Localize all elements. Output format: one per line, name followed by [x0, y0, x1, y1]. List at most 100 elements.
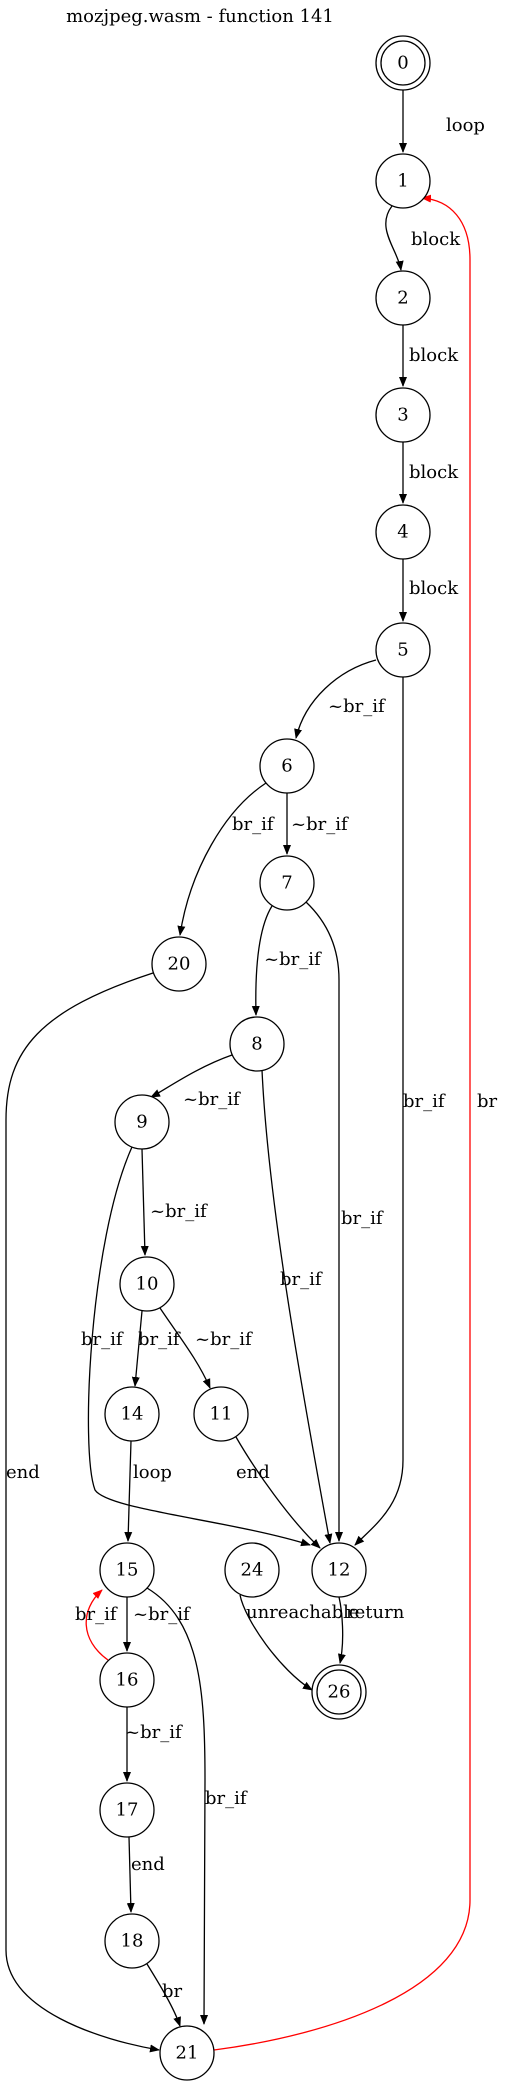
node-label: 6: [281, 756, 292, 777]
edge-label: br: [162, 1981, 183, 2002]
edge-9-12: br_if: [81, 1146, 311, 1547]
node-label: 14: [121, 1404, 144, 1425]
node-15: 15: [99, 1542, 155, 1598]
edge-1-2: block: [385, 205, 461, 271]
edge-label: block: [411, 229, 461, 250]
node-circle: [99, 1542, 155, 1598]
node-label: 16: [116, 1670, 139, 1691]
node-circle: [229, 1016, 285, 1072]
edge-line: [87, 1146, 311, 1547]
node-label: 7: [281, 873, 292, 894]
edge-line: [124, 1440, 133, 1542]
edge-line: [305, 901, 343, 1542]
edge-label: ~br_if: [133, 1604, 191, 1625]
node-label: 8: [251, 1034, 262, 1055]
node-circle: [259, 855, 315, 911]
node-4: 4: [375, 504, 431, 560]
edge-label: br_if: [81, 1329, 124, 1350]
edge-label: end: [131, 1854, 165, 1875]
node-10: 10: [119, 1256, 175, 1312]
node-circle: [375, 504, 431, 560]
edge-line: [146, 1587, 209, 2025]
node-circle: [375, 387, 431, 443]
edge-4-5: block: [399, 559, 459, 622]
node-5: 5: [375, 622, 431, 678]
node-label: 17: [116, 1800, 139, 1821]
node-circle: [104, 1913, 160, 1969]
node-circle: [193, 1386, 249, 1442]
graph-title: mozjpeg.wasm - function 141: [66, 6, 334, 27]
edge-8-9: ~br_if: [150, 1054, 241, 1110]
node-2: 2: [375, 270, 431, 326]
edge-16-15: br_if: [75, 1589, 118, 1661]
edge-10-14: br_if: [131, 1310, 181, 1387]
node-circle: [151, 936, 207, 992]
edge-line: [239, 1594, 313, 1691]
edge-label: br_if: [403, 1091, 446, 1112]
edge-line: [235, 1436, 321, 1549]
edge-line: [131, 1310, 143, 1387]
edge-6-7: ~br_if: [283, 793, 349, 855]
edge-label: end: [6, 1462, 40, 1483]
edge-label: end: [236, 1462, 270, 1483]
edge-7-8: ~br_if: [251, 905, 322, 1016]
edge-line: [354, 677, 404, 1546]
edge-label: br_if: [75, 1604, 118, 1625]
edge-line: [385, 205, 404, 271]
node-26: 26: [311, 1664, 367, 1720]
node-label: 5: [397, 640, 408, 661]
node-9: 9: [114, 1094, 170, 1150]
node-circle: [114, 1094, 170, 1150]
node-label: 11: [210, 1404, 233, 1425]
node-label: 24: [241, 1560, 264, 1581]
node-circle: [99, 1782, 155, 1838]
node-circle: [259, 738, 315, 794]
node-label: 26: [328, 1682, 351, 1703]
edge-line: [5, 972, 160, 2053]
node-label: 9: [136, 1112, 147, 1133]
edge-label: block: [409, 345, 459, 366]
edge-label: ~br_if: [264, 949, 322, 970]
edge-label: loop: [446, 115, 485, 136]
edge-14-15: loop: [124, 1440, 172, 1542]
edge-label: br: [477, 1091, 498, 1112]
node-circle: [159, 2025, 215, 2081]
node-1: 1: [375, 153, 431, 209]
edge-20-21: end: [5, 972, 160, 2053]
node-18: 18: [104, 1913, 160, 1969]
node-21: 21: [159, 2025, 215, 2081]
edge-label: ~br_if: [150, 1201, 208, 1222]
node-20: 20: [151, 936, 207, 992]
node-circle: [375, 270, 431, 326]
edge-2-3: block: [399, 325, 459, 387]
edge-label: unreachable: [246, 1602, 360, 1623]
edge-0-1: loop: [399, 90, 485, 153]
node-11: 11: [193, 1386, 249, 1442]
node-16: 16: [99, 1652, 155, 1708]
edge-line: [150, 1054, 233, 1098]
edge-3-4: block: [399, 442, 459, 504]
edge-label: br_if: [138, 1329, 181, 1350]
edges-layer: loopblockblockblockblock~br_ifbr_ifbr_if…: [5, 90, 498, 2053]
edge-15-21: br_if: [146, 1587, 248, 2025]
edge-24-26: unreachable: [239, 1594, 360, 1691]
edge-9-10: ~br_if: [140, 1148, 208, 1256]
node-circle: [375, 153, 431, 209]
edge-line: [140, 1148, 149, 1256]
edge-label: ~br_if: [328, 696, 386, 717]
edge-label: ~br_if: [195, 1329, 253, 1350]
edge-label: br_if: [232, 814, 275, 835]
edge-8-12: br_if: [261, 1069, 333, 1544]
edge-line: [251, 905, 273, 1016]
node-3: 3: [375, 387, 431, 443]
edge-line: [261, 1069, 333, 1544]
edge-12-26: return: [337, 1596, 405, 1664]
edge-line: [159, 1307, 211, 1389]
node-0: 0: [375, 35, 431, 91]
node-circle: [104, 1386, 160, 1442]
edge-line: [126, 1836, 135, 1913]
edge-label: return: [346, 1602, 405, 1623]
edge-5-6: ~br_if: [294, 659, 386, 739]
